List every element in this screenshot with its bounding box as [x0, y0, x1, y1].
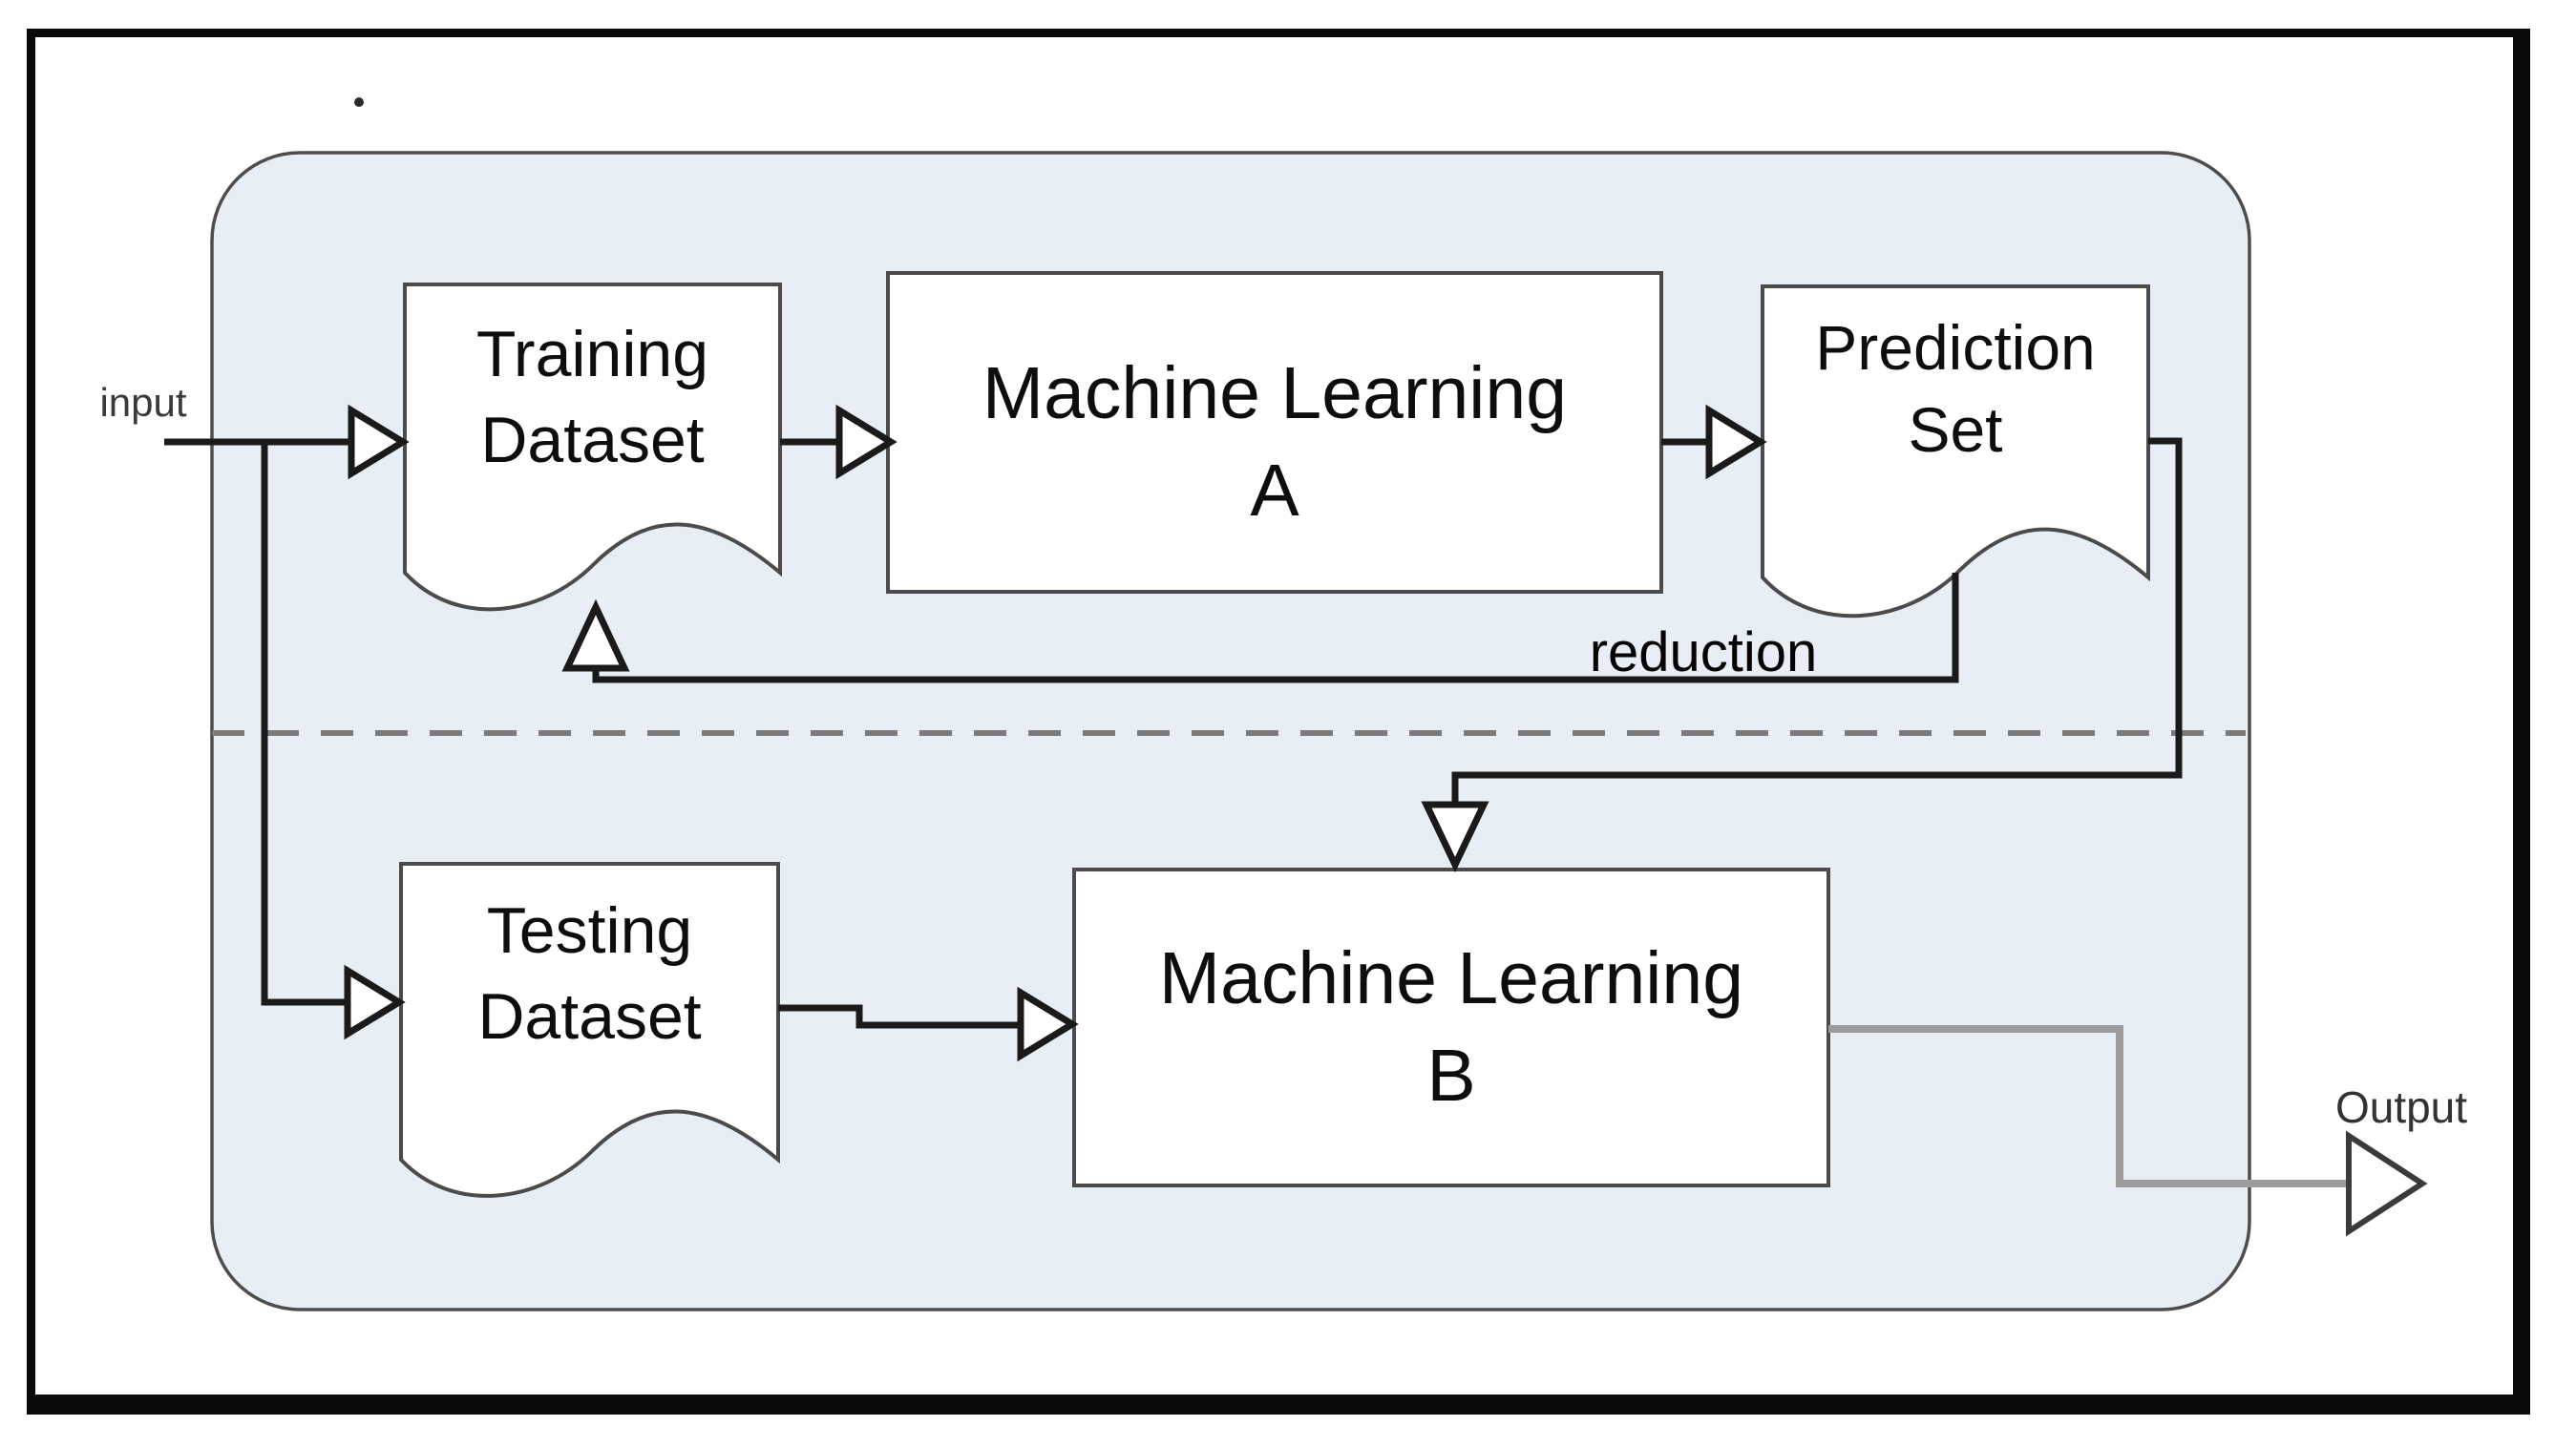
input-label: input: [99, 380, 187, 425]
arrowhead-into-training-bottom: [561, 598, 630, 672]
prediction-set-label-line2: Set: [1908, 393, 2003, 465]
training-dataset-document: [403, 283, 782, 612]
arrowhead-into-prediction: [1705, 404, 1767, 480]
training-dataset-label-line2: Dataset: [480, 404, 705, 477]
machine-learning-b-label: Machine Learning B: [1074, 931, 1828, 1124]
prediction-set-document: [1761, 284, 2150, 619]
edge-reduction-feedback: [592, 573, 1959, 683]
arrowhead-into-training: [348, 404, 410, 480]
training-dataset-label-line1: Training: [475, 318, 709, 390]
testing-dataset-label-line1: Testing: [486, 894, 693, 967]
output-label: Output: [2334, 1082, 2468, 1132]
machine-learning-a-label: Machine Learning A: [888, 346, 1661, 539]
edge-testing-to-mlb: [778, 1004, 1023, 1029]
reduction-label: reduction: [1589, 621, 1818, 683]
machine-learning-b-box: [1072, 868, 1830, 1187]
arrowhead-output: [2346, 1130, 2428, 1237]
edge-mlb-to-output: [1828, 1025, 2347, 1187]
testing-dataset-label: Testing Dataset: [401, 888, 778, 1060]
machine-learning-b-label-line1: Machine Learning: [1158, 937, 1744, 1019]
testing-dataset-document: [399, 862, 780, 1198]
arrowhead-into-mlb-top: [1421, 801, 1489, 873]
arrowhead-into-mlb-left: [1017, 986, 1079, 1062]
ink-dot: [354, 97, 364, 107]
arrowhead-into-testing: [344, 964, 406, 1040]
testing-dataset-label-line2: Dataset: [477, 980, 702, 1054]
arrowheads: [344, 404, 1767, 1062]
machine-learning-a-box: [886, 271, 1663, 594]
connector-lines: [164, 437, 2183, 1029]
edge-prediction-to-mlb: [1451, 437, 2183, 807]
machine-learning-a-label-line2: A: [1250, 449, 1299, 532]
arrowhead-into-mla: [835, 404, 897, 480]
training-dataset-label: Training Dataset: [405, 311, 780, 484]
prediction-set-label: Prediction Set: [1763, 307, 2148, 472]
machine-learning-b-label-line2: B: [1426, 1034, 1476, 1117]
prediction-set-label-line1: Prediction: [1815, 312, 2096, 383]
edge-input-to-testing: [261, 442, 349, 1006]
machine-learning-a-label-line1: Machine Learning: [982, 352, 1568, 434]
